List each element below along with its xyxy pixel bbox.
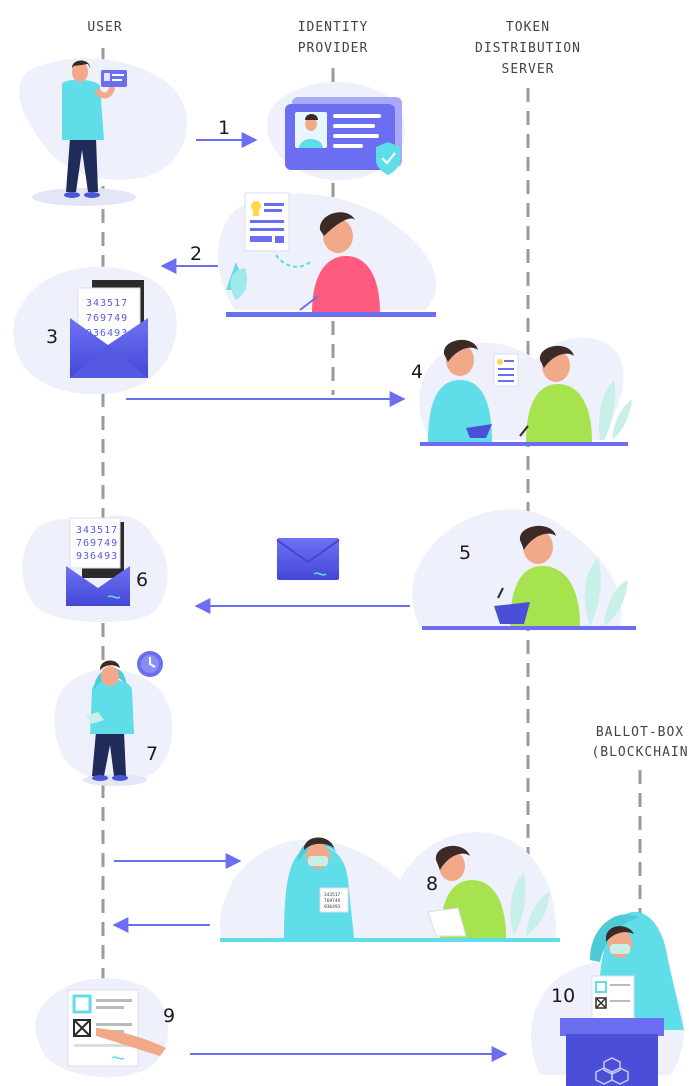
checkbox-empty-icon [72,994,92,1014]
step-number-9: 9 [163,1005,175,1027]
user-with-id-card [62,60,127,198]
blockchain-cubes-icon [595,1057,629,1085]
step-number-2: 2 [190,243,202,265]
received-code-3: 936493 [76,551,118,562]
lane-label-token-server-3: SERVER [502,62,555,77]
hooded-user-waiting [86,651,163,781]
booth-code-2: 769749 [324,898,341,904]
received-code-2: 769749 [76,538,118,549]
step-number-3: 3 [46,326,58,348]
step-number-1: 1 [218,117,230,139]
ballot-box [560,911,684,1086]
token-code-1: 343517 [86,298,128,309]
lane-label-ballot-box-1: BALLOT-BOX [596,725,684,740]
voting-booth: 343517 769749 936493 [220,837,560,942]
identity-card-icon [285,97,402,175]
lane-label-token-server-1: TOKEN [506,20,550,35]
received-code-1: 343517 [76,525,118,536]
step-number-10: 10 [551,985,575,1007]
email-envelope-icon [276,538,340,580]
step-number-4: 4 [411,361,423,383]
lane-label-user: USER [87,20,122,35]
checkbox-crossed-icon [73,1019,91,1037]
token-server-person [422,525,636,630]
lane-label-identity-provider-2: PROVIDER [298,41,369,56]
step-number-5: 5 [459,542,471,564]
booth-code-1: 343517 [324,892,341,898]
token-envelope: 343517 769749 936493 [70,280,148,378]
token-server-exchange [420,339,632,446]
ballot-marking [67,989,166,1067]
step-number-8: 8 [426,873,438,895]
token-code-3: 936493 [86,328,128,339]
lane-label-ballot-box-2: (BLOCKCHAIN [591,745,688,760]
token-code-2: 769749 [86,313,128,324]
step-number-7: 7 [146,743,158,765]
step-number-6: 6 [136,569,148,591]
identity-provider-person [226,192,436,317]
lane-label-identity-provider-1: IDENTITY [298,20,369,35]
booth-code-3: 936493 [324,904,341,910]
lifelines [101,48,642,990]
arrows [112,132,508,1062]
received-envelope: 343517 769749 936493 [66,517,130,606]
lane-label-token-server-2: DISTRIBUTION [475,41,581,56]
